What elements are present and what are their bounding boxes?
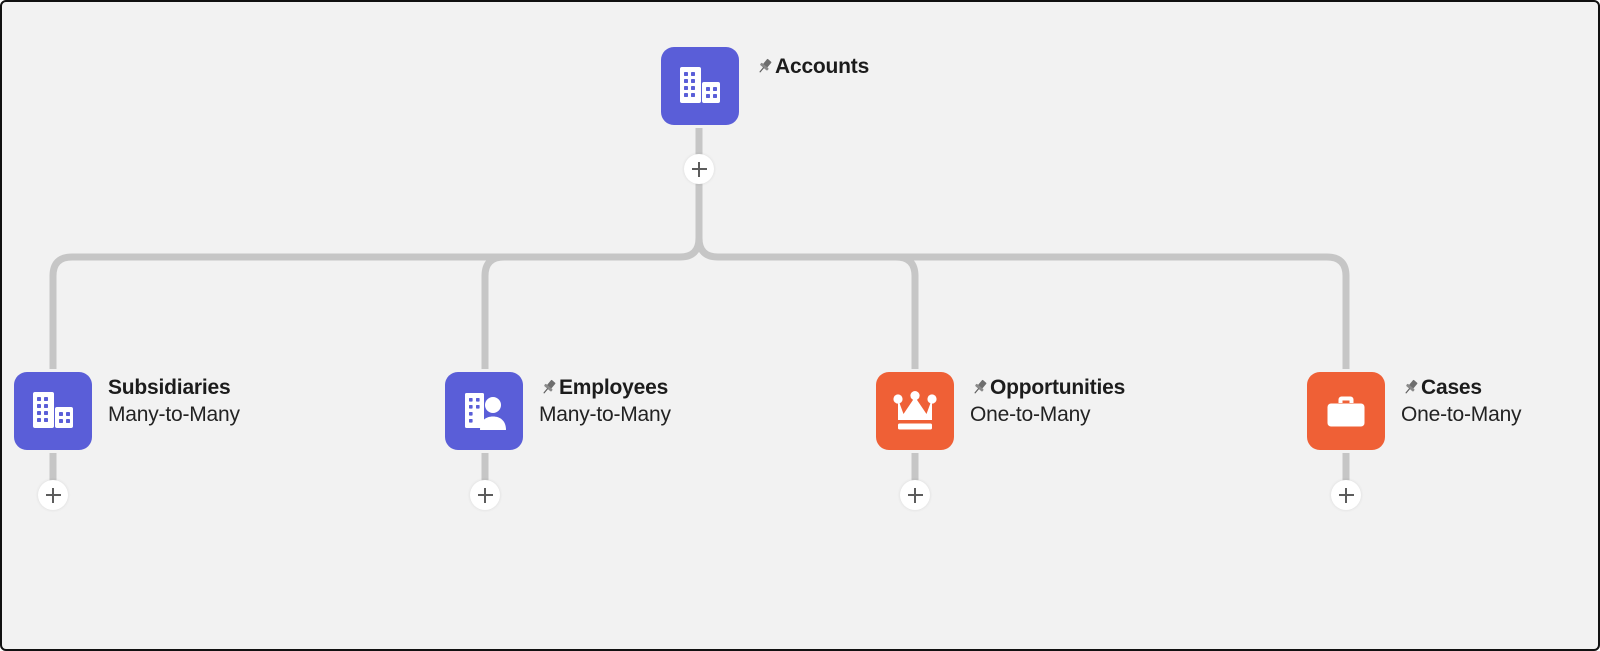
cases-labels: Cases One-to-Many [1401, 372, 1522, 429]
subsidiaries-tile[interactable] [14, 372, 92, 450]
building-person-icon [465, 393, 506, 430]
pin-icon [1401, 378, 1420, 397]
connector-trunk-right [695, 234, 1350, 376]
cases-tile[interactable] [1307, 372, 1385, 450]
cases-relationship: One-to-Many [1401, 403, 1522, 426]
add-child-button-subsidiaries[interactable] [38, 480, 68, 510]
connector-branch-opportunities [892, 253, 919, 376]
node-accounts[interactable]: Accounts [661, 47, 869, 125]
add-child-button-accounts[interactable] [684, 154, 714, 184]
cases-title-row: Cases [1401, 374, 1521, 401]
add-child-button-cases[interactable] [1331, 480, 1361, 510]
opportunities-tile[interactable] [876, 372, 954, 450]
pin-icon [539, 378, 558, 397]
accounts-tile[interactable] [661, 47, 739, 125]
opportunities-title: Opportunities [990, 376, 1126, 399]
pin-icon [755, 57, 774, 76]
pin-icon [970, 378, 989, 397]
buildings-icon [33, 392, 73, 428]
cases-title: Cases [1421, 376, 1482, 399]
connector-branch-employees [481, 253, 508, 376]
node-opportunities[interactable]: Opportunities One-to-Many [876, 372, 1125, 450]
buildings-icon [680, 67, 720, 103]
subsidiaries-title-row: Subsidiaries [108, 374, 240, 401]
node-cases[interactable]: Cases One-to-Many [1307, 372, 1522, 450]
accounts-labels: Accounts [755, 47, 869, 80]
employees-title: Employees [559, 376, 669, 399]
subsidiaries-labels: Subsidiaries Many-to-Many [108, 372, 240, 429]
add-child-button-employees[interactable] [470, 480, 500, 510]
employees-relationship: Many-to-Many [539, 403, 671, 426]
crown-icon [893, 391, 937, 430]
employees-tile[interactable] [445, 372, 523, 450]
opportunities-labels: Opportunities One-to-Many [970, 372, 1125, 429]
accounts-title-row: Accounts [755, 53, 869, 80]
node-employees[interactable]: Employees Many-to-Many [445, 372, 671, 450]
employees-title-row: Employees [539, 374, 671, 401]
opportunities-title-row: Opportunities [970, 374, 1125, 401]
opportunities-relationship: One-to-Many [970, 403, 1091, 426]
briefcase-icon [1327, 396, 1365, 427]
employees-labels: Employees Many-to-Many [539, 372, 671, 429]
connector-trunk-left [49, 234, 703, 376]
add-child-button-opportunities[interactable] [900, 480, 930, 510]
subsidiaries-relationship: Many-to-Many [108, 403, 240, 426]
subsidiaries-title: Subsidiaries [108, 376, 231, 399]
accounts-title: Accounts [775, 55, 870, 78]
node-subsidiaries[interactable]: Subsidiaries Many-to-Many [14, 372, 240, 450]
